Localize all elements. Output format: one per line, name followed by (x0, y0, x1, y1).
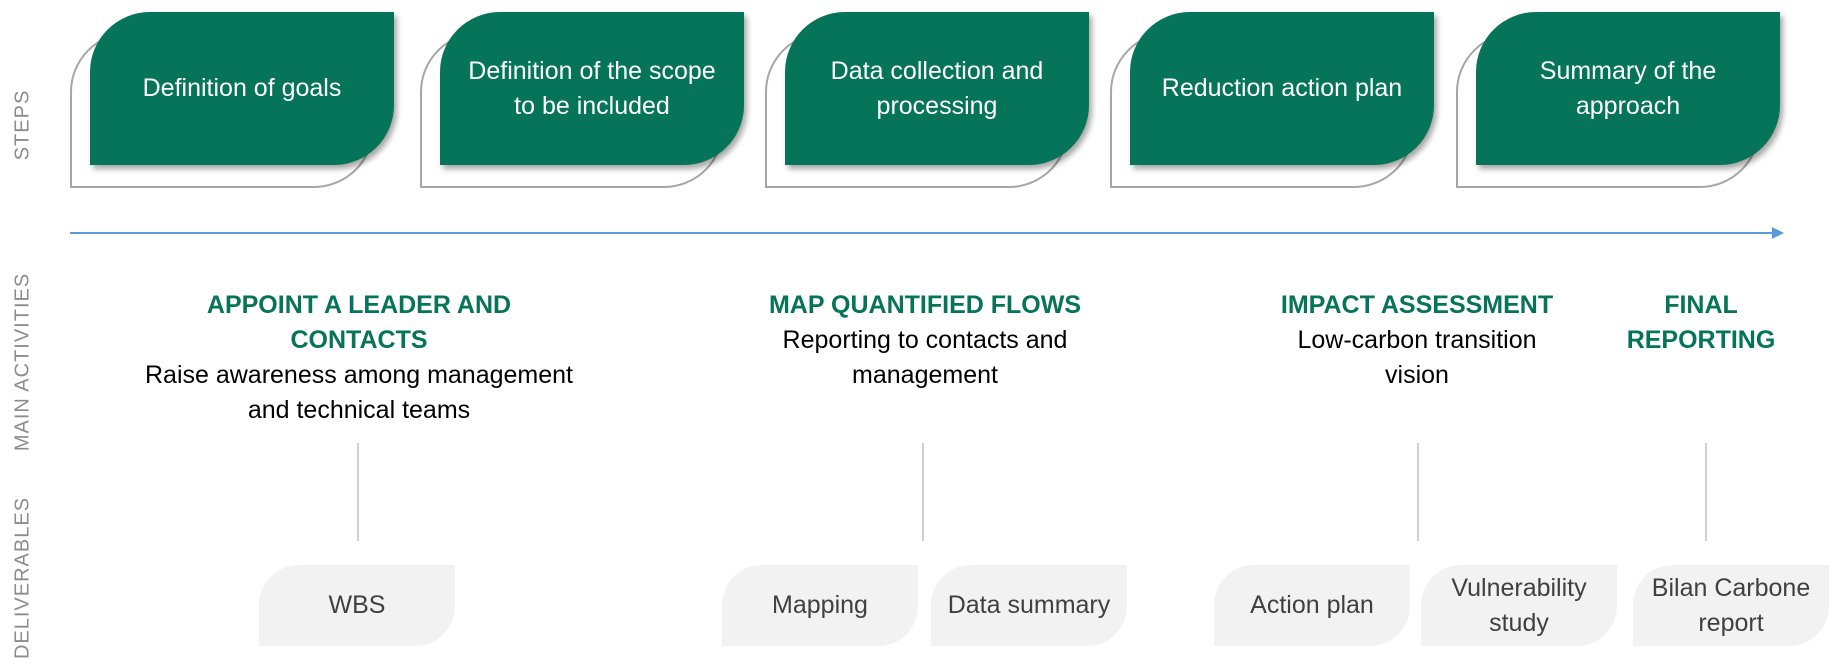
step-label: Data collection and processing (830, 56, 1044, 120)
activity-text: Reporting to contacts and management (782, 326, 1068, 389)
step-label: Summary of the approach (1539, 56, 1717, 120)
step-card-3: Data collection and processing (765, 12, 1089, 188)
connector-line (1705, 443, 1707, 541)
step-card-4: Reduction action plan (1110, 12, 1434, 188)
deliverable-bilan-carbone-report: Bilan Carbone report (1633, 565, 1829, 646)
step-fill (1130, 12, 1434, 165)
connector-line (357, 443, 359, 541)
step-label: Definition of the scope to be included (468, 56, 716, 120)
activity-title: FINAL REPORTING (1626, 291, 1776, 354)
step-fill (1476, 12, 1780, 165)
activity-4: FINAL REPORTING (1620, 288, 1782, 358)
activity-title: IMPACT ASSESSMENT (1280, 291, 1554, 319)
row-label-main-activities: MAIN ACTIVITIES (11, 272, 34, 452)
step-fill (90, 12, 394, 165)
deliverable-mapping: Mapping (722, 565, 918, 646)
timeline-arrow-line (70, 232, 1780, 234)
connector-line (1417, 443, 1419, 541)
step-fill (785, 12, 1089, 165)
deliverable-wbs: WBS (259, 565, 455, 646)
activity-2: MAP QUANTIFIED FLOWS Reporting to contac… (750, 288, 1100, 393)
step-label: Reduction action plan (1161, 74, 1403, 102)
step-card-1: Definition of goals (70, 12, 394, 188)
timeline-arrowhead-icon (1772, 227, 1784, 239)
deliverable-vulnerability-study: Vulnerability study (1421, 565, 1617, 646)
activity-text: Low-carbon transition vision (1297, 326, 1537, 389)
step-label: Definition of goals (142, 74, 342, 102)
step-fill (440, 12, 744, 165)
step-card-2: Definition of the scope to be included (420, 12, 744, 188)
activity-3: IMPACT ASSESSMENT Low-carbon transition … (1272, 288, 1562, 393)
deliverable-action-plan: Action plan (1214, 565, 1410, 646)
row-label-deliverables: DELIVERABLES (11, 496, 34, 660)
activity-title: MAP QUANTIFIED FLOWS (768, 291, 1082, 319)
step-card-5: Summary of the approach (1456, 12, 1780, 188)
deliverable-data-summary: Data summary (931, 565, 1127, 646)
activity-title: APPOINT A LEADER AND CONTACTS (206, 291, 512, 354)
row-label-steps: STEPS (11, 89, 34, 161)
connector-line (922, 443, 924, 541)
activity-1: APPOINT A LEADER AND CONTACTS Raise awar… (139, 288, 579, 428)
activity-text: Raise awareness among management and tec… (144, 361, 573, 424)
